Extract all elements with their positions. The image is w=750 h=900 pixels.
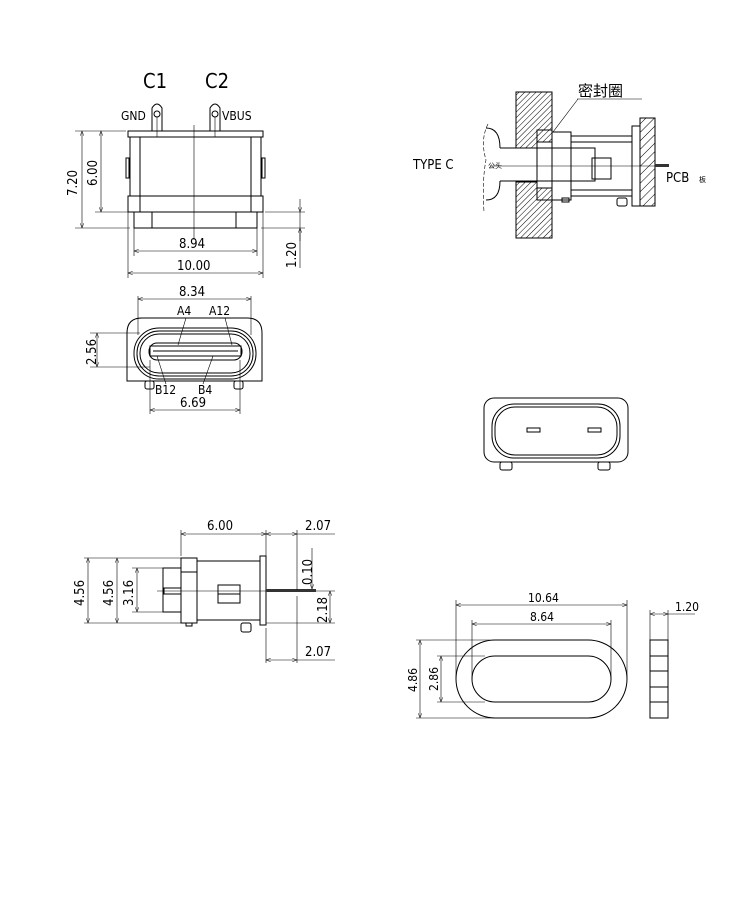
front-view: C1 C2 GND VBUS 7.20 6.00 8.94 10.00 1.2 <box>66 69 305 278</box>
dim-2-07-top: 2.07 <box>305 519 331 534</box>
slot-left <box>526 427 541 433</box>
pcb-suffix-label: 板 <box>699 175 706 184</box>
vbus-pin <box>209 103 221 137</box>
dim-2-56: 2.56 <box>85 339 100 365</box>
plug-face-view: 8.34 A4 A12 B12 B4 2.56 6.69 <box>85 285 263 414</box>
side-plug <box>162 567 182 613</box>
label-b12: B12 <box>155 383 176 397</box>
top-flange <box>127 130 264 138</box>
pcb-label: PCB <box>666 171 689 186</box>
tongue <box>149 345 242 357</box>
dim-2-18: 2.18 <box>316 597 331 623</box>
label-a12: A12 <box>209 304 230 318</box>
pcb-pin <box>266 589 316 592</box>
dim-8-64: 8.64 <box>530 610 554 624</box>
dim-4-56-outer: 4.56 <box>73 580 88 606</box>
dim-7-20: 7.20 <box>66 170 81 196</box>
seal-inner <box>471 655 612 703</box>
dim-0-10: 0.10 <box>301 559 316 585</box>
bottom-flange <box>127 195 264 213</box>
dim-8-94: 8.94 <box>179 237 205 252</box>
gnd-pin <box>151 103 163 137</box>
slot-right <box>587 427 602 433</box>
leg-right <box>233 380 244 390</box>
label-gnd: GND <box>121 109 146 123</box>
dim-3-16: 3.16 <box>122 580 137 606</box>
label-b4: B4 <box>198 383 212 397</box>
dim-1-20-seal: 1.20 <box>675 600 699 614</box>
male-plug-label: 公头 <box>488 161 502 170</box>
seal-bottom <box>536 187 553 201</box>
dim-4-56-inner: 4.56 <box>102 580 117 606</box>
assembly-view: 密封圈 TYPE C 公头 PCB 板 <box>412 82 706 239</box>
label-c1: C1 <box>143 69 167 93</box>
dim-6-00-side: 6.00 <box>207 519 233 534</box>
back-view <box>483 397 629 471</box>
leg-left <box>144 380 155 390</box>
dim-8-34: 8.34 <box>179 285 205 300</box>
dim-6-00: 6.00 <box>86 160 101 186</box>
dim-2-86: 2.86 <box>427 667 441 691</box>
type-c-label: TYPE C <box>412 158 454 173</box>
label-vbus: VBUS <box>222 109 252 123</box>
dim-10-64: 10.64 <box>528 591 559 605</box>
dim-2-07-bottom: 2.07 <box>305 645 331 660</box>
seal-side-profile <box>649 639 669 719</box>
body <box>139 136 252 197</box>
label-a4: A4 <box>177 304 191 318</box>
side-body <box>196 560 261 621</box>
housing-outline <box>126 317 263 382</box>
seal-ring-label: 密封圈 <box>578 82 623 100</box>
dim-1-20: 1.20 <box>285 242 300 268</box>
label-c2: C2 <box>205 69 229 93</box>
dim-10-00: 10.00 <box>177 259 210 274</box>
seal-top <box>536 129 553 143</box>
pcb-board <box>639 117 656 207</box>
dim-6-69: 6.69 <box>180 396 206 411</box>
side-view: 6.00 2.07 0.10 2.18 2.07 4.56 4.56 3.16 <box>73 519 335 663</box>
seal-ring-view: 10.64 8.64 4.86 2.86 1.20 <box>406 591 699 719</box>
dim-4-86: 4.86 <box>406 668 420 692</box>
seal-outer <box>455 639 628 719</box>
